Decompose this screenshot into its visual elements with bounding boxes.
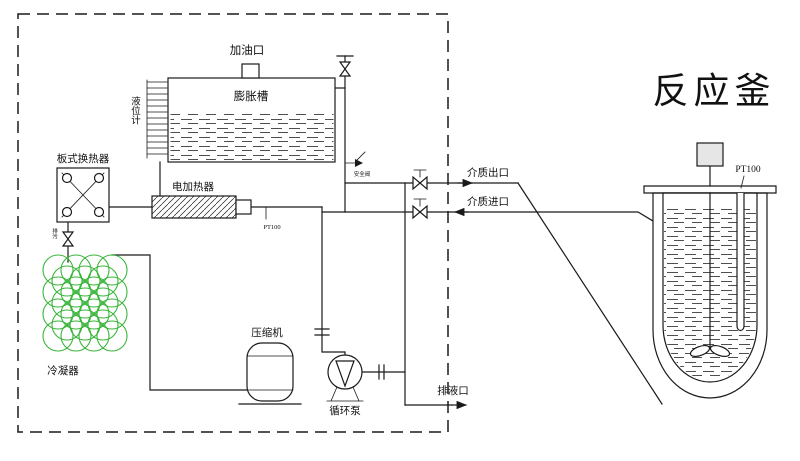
electric-heater-body [151, 195, 237, 219]
agitator-blade-right [709, 344, 731, 358]
circulation-pump-label: 循环泵 [329, 404, 361, 417]
safety-valve-lever [344, 151, 366, 164]
blowdown-valve-top [61, 231, 75, 241]
blowdown-valve-bottom [61, 237, 75, 247]
compressor: 压缩机 [238, 326, 302, 405]
safety-valve-label: 安全阀 [354, 170, 371, 178]
reactor-flange [643, 185, 777, 194]
agitator-blade-left [689, 344, 711, 358]
pipe-unions [314, 328, 385, 380]
plate-heat-exchanger: 板式换热器 [56, 152, 110, 223]
pump-impeller-triangle [335, 360, 355, 388]
medium-outlet-label: 介质出口 [467, 166, 509, 179]
inlet-valve [412, 198, 428, 220]
unit-boundary-dashed-box [17, 13, 449, 433]
pt100-leader-line [740, 175, 745, 189]
electric-heater-terminal [235, 199, 252, 215]
medium-inlet-label: 介质进口 [467, 196, 509, 208]
plate-hx-bolt [61, 172, 73, 184]
circulation-pump: 循环泵 [326, 354, 364, 417]
union-riser [314, 328, 330, 336]
pump-stand [326, 386, 364, 402]
plate-hx-bolt [61, 206, 73, 218]
reactor: 反应釜 PT100 [643, 71, 777, 399]
reactor-title: 反应釜 [652, 71, 775, 111]
blowdown-valve-label: 排污 [51, 227, 58, 241]
pipe-medium-inlet [321, 211, 654, 222]
outlet-valve [412, 169, 428, 191]
safety-valve-body [355, 159, 363, 167]
compressor-seams [246, 355, 294, 391]
union-pump-outlet [378, 364, 385, 380]
condenser-coil [42, 254, 128, 352]
plate-hx-label: 板式换热器 [57, 152, 110, 165]
plate-hx-bolt [93, 172, 105, 184]
outlet-valve-handle [413, 169, 427, 178]
oil-fill-port-label: 加油口 [230, 43, 265, 57]
expansion-tank-liquid [170, 113, 334, 161]
expansion-tank-label: 膨胀槽 [234, 89, 269, 103]
heater-pt100-label: PT100 [263, 224, 280, 231]
outlet-valve-left [412, 175, 421, 191]
outlet-valve-right [419, 175, 428, 191]
condenser-label: 冷凝器 [47, 364, 79, 377]
thermowell [736, 193, 745, 332]
expansion-tank: 加油口 膨胀槽 [167, 43, 336, 163]
compressor-label: 压缩机 [251, 326, 283, 339]
level-gauge-comb [146, 79, 168, 159]
electric-heater: 电加热器 PT100 [151, 180, 281, 231]
fill-valve-body-bottom [338, 67, 352, 77]
condenser: 冷凝器 [42, 254, 128, 377]
compressor-body [246, 342, 294, 402]
inlet-valve-right [419, 204, 428, 220]
piping [67, 55, 663, 406]
fill-valve [338, 61, 352, 77]
pipe-outlet-to-reactor-diagonal [517, 182, 663, 405]
drain-port-label: 排液口 [437, 384, 469, 397]
electric-heater-label: 电加热器 [172, 180, 214, 193]
level-gauge-label: 液位计 [129, 95, 141, 125]
blowdown-valve: 排污 [51, 227, 75, 247]
oil-fill-neck [241, 63, 260, 79]
agitator-motor [696, 142, 724, 167]
inlet-valve-handle [413, 198, 427, 207]
level-gauge: 液位计 [129, 79, 168, 159]
pipe-condenser-to-compressor [111, 254, 248, 391]
reactor-pt100-label: PT100 [735, 165, 761, 175]
fill-valve-body-top [338, 61, 352, 71]
pipe-riser-to-pump [321, 206, 346, 356]
safety-valve: 安全阀 [344, 151, 371, 178]
plate-hx-bolt [93, 206, 105, 218]
inlet-valve-left [412, 204, 421, 220]
flow-arrows [451, 178, 474, 410]
